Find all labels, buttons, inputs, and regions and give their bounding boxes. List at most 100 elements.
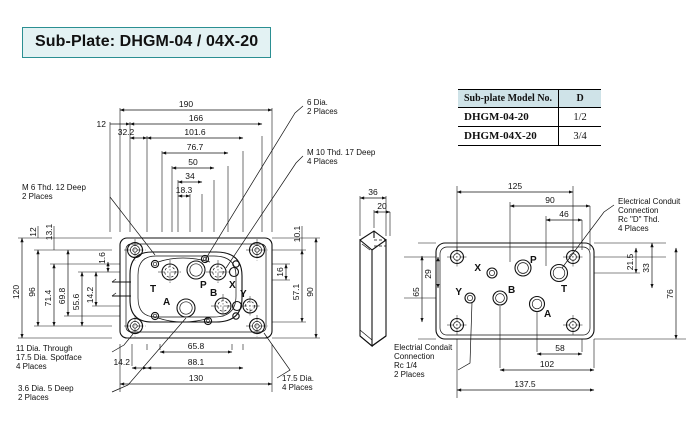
dim-12-top: 12 [97, 119, 107, 129]
port-b [492, 290, 508, 306]
dim-166: 166 [189, 113, 203, 123]
dim-76: 76 [665, 289, 675, 299]
front-port-label-a: A [163, 297, 170, 308]
dim-13-1: 13.1 [44, 223, 54, 240]
bottom-port-label-y: Y [455, 287, 462, 298]
dim-190: 190 [179, 99, 193, 109]
bottom-view-mounting-holes [447, 247, 583, 335]
dim-14-2-bottom: 14.2 [113, 357, 130, 367]
port-x [486, 267, 498, 279]
threaded-hole [211, 294, 235, 318]
dim-102: 102 [540, 359, 554, 369]
bottom-port-label-t: T [561, 284, 567, 295]
front-port-label-p: P [200, 280, 207, 291]
note-m10-line1: M 10 Thd. 17 Deep [307, 148, 376, 157]
dim-36: 36 [368, 187, 378, 197]
note-m6-line1: M 6 Thd. 12 Deep [22, 183, 86, 192]
side-view: 36 20 [359, 187, 391, 348]
dim-101-6: 101.6 [184, 127, 206, 137]
note-6dia-line2: 2 Places [307, 107, 338, 116]
bottom-view-plate-outline [435, 242, 595, 340]
mounting-hole [563, 315, 583, 335]
table-header-model: Sub-plate Model No. [458, 89, 559, 108]
dim-1-6: 1.6 [97, 252, 107, 264]
dim-90-bottom: 90 [545, 195, 555, 205]
dim-16: 16 [275, 267, 285, 277]
bottom-port-label-b: B [508, 285, 515, 296]
front-view-bottom-dimensions: 65.8 88.1 14.2 130 [113, 341, 273, 392]
side-view-body [359, 230, 387, 348]
front-port-label-t: T [150, 284, 156, 295]
bottom-port-label-x: X [474, 263, 481, 274]
dim-14-2-left: 14.2 [85, 286, 95, 303]
front-view-small-holes [150, 254, 240, 326]
front-view-top-dimensions: 190 166 12 101.6 32.2 76.7 50 [97, 99, 273, 232]
port-p [514, 259, 532, 277]
note-conduit-rc-line3: Rc 1/4 [394, 361, 418, 370]
bottom-view-top-dimensions: 125 90 46 [456, 181, 591, 266]
dim-57-1: 57.1 [291, 283, 301, 300]
dim-21-5: 21.5 [625, 253, 635, 270]
table-cell-model: DHGM-04X-20 [458, 126, 559, 146]
note-m6-line2: 2 Places [22, 192, 53, 201]
note-conduit-rc-line4: 2 Places [394, 370, 425, 379]
threaded-hole [158, 260, 182, 284]
dim-34: 34 [185, 171, 195, 181]
port-a [528, 295, 546, 313]
note-m10-line2: 4 Places [307, 157, 338, 166]
front-view-plate-outline [119, 237, 273, 339]
dim-50: 50 [188, 157, 198, 167]
front-view-threaded-holes [158, 260, 260, 318]
side-view-dimensions: 36 20 [359, 187, 391, 236]
table-row: DHGM-04X-20 3/4 [458, 126, 602, 146]
front-view-mounting-holes [124, 239, 268, 337]
dim-10-1: 10.1 [292, 225, 302, 242]
note-conduit-rc-line2: Connection [394, 352, 434, 361]
port-t [549, 263, 569, 283]
dim-88-1: 88.1 [188, 357, 205, 367]
note-3-6dia-line1: 3.6 Dia. 5 Deep [18, 384, 74, 393]
dim-130: 130 [189, 373, 203, 383]
bottom-view: X P T Y B A 125 90 46 [394, 181, 686, 398]
mounting-hole [124, 239, 146, 261]
dim-90-front: 90 [305, 287, 315, 297]
bottom-view-bottom-dimensions: 58 102 137.5 [456, 306, 595, 398]
threaded-hole [206, 260, 230, 284]
dim-29: 29 [423, 269, 433, 279]
dim-20: 20 [377, 201, 387, 211]
dim-32-2: 32.2 [118, 127, 135, 137]
dim-65-8: 65.8 [188, 341, 205, 351]
front-port-label-y: Y [240, 289, 247, 300]
dim-65: 65 [411, 287, 421, 297]
dim-71-4: 71.4 [43, 289, 53, 306]
note-conduit-d-line1: Electrical Conduit [618, 197, 681, 206]
note-17-5dia-line2: 4 Places [282, 383, 313, 392]
table-cell-d: 3/4 [558, 126, 602, 146]
dim-76-7: 76.7 [187, 142, 204, 152]
note-11dia-line1: 11 Dia. Through [16, 344, 73, 353]
front-view-left-dimensions: 120 96 71.4 69.8 55.6 14.2 1.6 [11, 223, 120, 339]
front-port-label-b: B [210, 288, 217, 299]
dim-18-3: 18.3 [176, 185, 193, 195]
table-row: DHGM-04-20 1/2 [458, 107, 602, 127]
note-conduit-rc-line1: Electrial Condait [394, 343, 453, 352]
bottom-port-label-a: A [544, 309, 551, 320]
dim-96: 96 [27, 287, 37, 297]
mounting-hole [124, 315, 146, 337]
note-conduit-d-line2: Connection [618, 206, 658, 215]
dim-137-5: 137.5 [514, 379, 536, 389]
front-view-ports [176, 260, 243, 318]
bottom-view-left-dimensions: 65 29 [404, 242, 440, 340]
dim-46: 46 [559, 209, 569, 219]
page-title: Sub-Plate: DHGM-04 / 04X-20 [22, 27, 272, 58]
dim-120: 120 [11, 285, 21, 299]
note-3-6dia-line2: 2 Places [18, 393, 49, 402]
note-6dia-line1: 6 Dia. [307, 98, 328, 107]
note-conduit-d-line4: 4 Places [618, 224, 649, 233]
threaded-hole [240, 296, 260, 316]
mounting-hole [246, 315, 268, 337]
front-view-center-boss [129, 251, 243, 323]
mounting-hole [563, 247, 583, 267]
